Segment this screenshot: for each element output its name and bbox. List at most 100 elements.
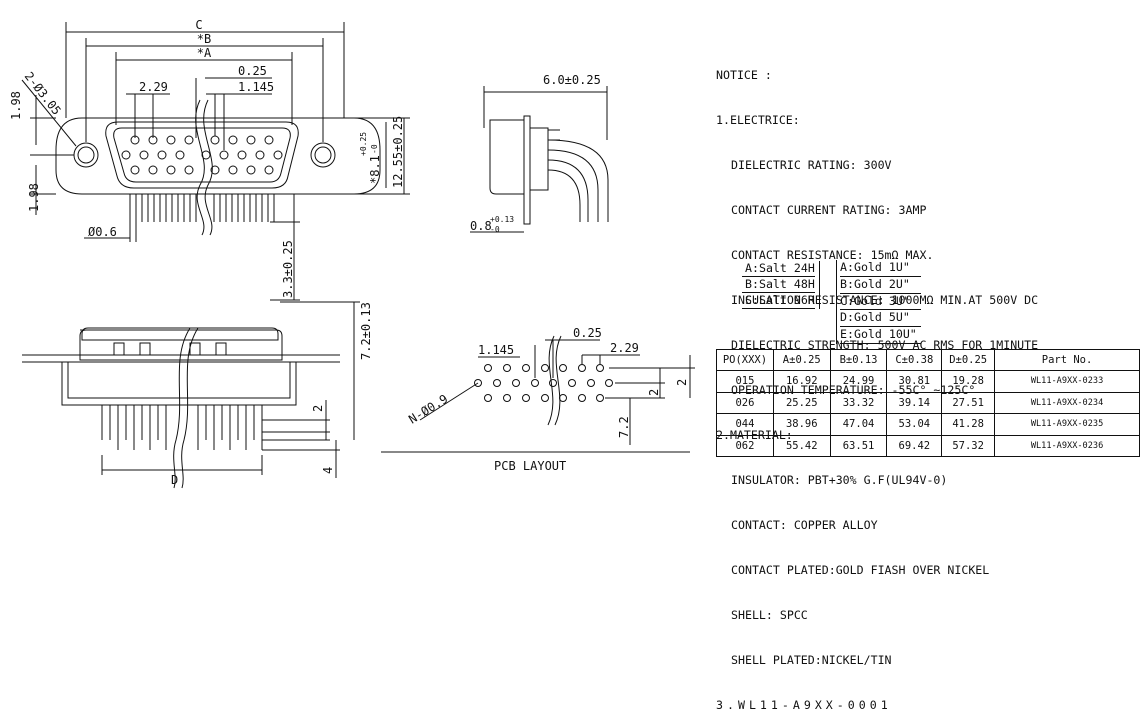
col-a: A±0.25: [772, 349, 831, 371]
dim-1145: 1.145: [238, 80, 274, 94]
part-code: 3.WL11-A9XX-0001: [716, 698, 892, 712]
dim-front-d: D: [171, 473, 178, 487]
gold-option: D:Gold 5U": [840, 310, 921, 328]
front-view: 7.2±0.13 2 4 D: [22, 301, 373, 489]
pcb-hole-row-2: [474, 379, 613, 387]
dim-side-width: 6.0±0.25: [543, 73, 601, 87]
cell: 30.81: [886, 370, 943, 393]
cell: 25.25: [772, 391, 831, 414]
gold-option: B:Gold 2U": [840, 277, 921, 294]
table-row: 015 16.92 24.99 30.81 19.28 WL11-A9XX-02…: [716, 370, 1140, 393]
table-row: 062 55.42 63.51 69.42 57.32 WL11-A9XX-02…: [716, 434, 1140, 457]
spec-table: PO(XXX) A±0.25 B±0.13 C±0.38 D±0.25 Part…: [716, 349, 1140, 457]
cell: 24.99: [829, 370, 888, 393]
side-view: 6.0±0.25 0.8 +0.13 -0: [470, 73, 609, 234]
dim-81-tol-minus: -0: [370, 144, 379, 154]
salt-option: C:Salt 96H: [742, 293, 815, 309]
cell: WL11-A9XX-0235: [994, 413, 1140, 436]
cell: WL11-A9XX-0233: [994, 370, 1140, 393]
salt-option: B:Salt 48H: [742, 277, 815, 293]
cell: 044: [716, 413, 774, 436]
cell: 33.32: [829, 391, 888, 414]
cell: 39.14: [886, 391, 943, 414]
pin-row-3: [130, 165, 274, 175]
pcb-dim-2b: 2: [675, 379, 689, 386]
electric-header: 1.ELECTRICE:: [716, 113, 800, 127]
dim-1255: 12.55±0.25: [391, 116, 405, 188]
col-c: C±0.38: [886, 349, 943, 371]
dim-hole: 2-Ø3.05: [22, 69, 64, 117]
pcb-dim-1145: 1.145: [478, 343, 514, 357]
material-line: SHELL: SPCC: [731, 608, 808, 622]
dim-229: 2.29: [139, 80, 168, 94]
table-row: 026 25.25 33.32 39.14 27.51 WL11-A9XX-02…: [716, 391, 1140, 414]
dim-b: *B: [197, 32, 211, 46]
material-line: CONTACT: COPPER ALLOY: [731, 518, 878, 532]
table-row: 044 38.96 47.04 53.04 41.28 WL11-A9XX-02…: [716, 413, 1140, 436]
dim-front-height: 7.2±0.13: [359, 302, 373, 360]
dim-pin-dia: Ø0.6: [88, 225, 117, 239]
electric-line: INSULATION RESISTANCE: 1000MΩ MIN.AT 500…: [731, 293, 1039, 307]
dim-198-bottom: 1.98: [27, 183, 41, 212]
pin-row-2: [121, 150, 283, 160]
electric-line: DIELECTRIC RATING: 300V: [731, 158, 892, 172]
pin-row-1: [130, 135, 274, 145]
dim-pin-len: 3.3±0.25: [281, 240, 295, 298]
pcb-dim-025: 0.25: [573, 326, 602, 340]
dim-front-2: 2: [311, 405, 325, 412]
dim-c: C: [195, 18, 202, 32]
electric-line: CONTACT CURRENT RATING: 3AMP: [731, 203, 927, 217]
top-view: C *B *A 0.25 2.29 1.145 1.98 1.98 2-Ø3.0…: [9, 18, 410, 301]
cell: 55.42: [772, 434, 831, 457]
material-line: INSULATOR: PBT+30% G.F(UL94V-0): [731, 473, 948, 487]
cell: 38.96: [772, 413, 831, 436]
pcb-title: PCB LAYOUT: [494, 459, 566, 473]
dim-81-tol-plus: +0.25: [359, 132, 368, 156]
salt-options: A:Salt 24H B:Salt 48H C:Salt 96H: [742, 261, 820, 309]
cell: 69.42: [886, 434, 943, 457]
cell: 57.32: [941, 434, 996, 457]
notice-title: NOTICE :: [716, 68, 772, 82]
cell: 16.92: [772, 370, 831, 393]
dim-81: *8.1: [368, 155, 382, 184]
cell: 015: [716, 370, 774, 393]
dim-025: 0.25: [238, 64, 267, 78]
pcb-dim-229: 2.29: [610, 341, 639, 355]
pcb-dim-holes: N-Ø0.9: [406, 392, 450, 427]
pcb-layout: 1.145 0.25 2.29 N-Ø0.9 2 2 7.2 PCB LAYOU…: [381, 326, 695, 473]
dim-side-pin-plus: +0.13: [490, 215, 514, 224]
gold-option: E:Gold 10U": [840, 327, 921, 344]
cell: 53.04: [886, 413, 943, 436]
cell: WL11-A9XX-0234: [994, 391, 1140, 414]
cell: 63.51: [829, 434, 888, 457]
col-d: D±0.25: [941, 349, 996, 371]
cell: 026: [716, 391, 774, 414]
gold-option: C:Gold 3U": [840, 294, 921, 311]
electric-line: CONTACT RESISTANCE: 15mΩ MAX.: [731, 248, 934, 262]
dim-a: *A: [197, 46, 212, 60]
cell: 41.28: [941, 413, 996, 436]
cell: 062: [716, 434, 774, 457]
col-b: B±0.13: [829, 349, 888, 371]
cell: 19.28: [941, 370, 996, 393]
pcb-hole-row-3: [484, 394, 604, 402]
gold-option: A:Gold 1U": [840, 260, 921, 277]
col-po: PO(XXX): [716, 349, 774, 371]
material-line: CONTACT PLATED:GOLD FIASH OVER NICKEL: [731, 563, 990, 577]
salt-option: A:Salt 24H: [742, 261, 815, 277]
table-header-row: PO(XXX) A±0.25 B±0.13 C±0.38 D±0.25 Part…: [716, 349, 1140, 371]
cell: WL11-A9XX-0236: [994, 434, 1140, 457]
col-part-no: Part No.: [994, 349, 1140, 371]
dim-side-pin: 0.8: [470, 219, 492, 233]
cell: 27.51: [941, 391, 996, 414]
dim-side-pin-minus: -0: [490, 225, 500, 234]
pcb-dim-2a: 2: [647, 389, 661, 396]
connector-drawing: C *B *A 0.25 2.29 1.145 1.98 1.98 2-Ø3.0…: [9, 18, 695, 489]
cell: 47.04: [829, 413, 888, 436]
pcb-dim-72: 7.2: [617, 416, 631, 438]
material-line: SHELL PLATED:NICKEL/TIN: [731, 653, 892, 667]
dim-198-top: 1.98: [9, 91, 23, 120]
pcb-hole-row-1: [484, 364, 604, 372]
gold-options: A:Gold 1U" B:Gold 2U" C:Gold 3U" D:Gold …: [836, 260, 921, 344]
dim-front-4: 4: [321, 467, 335, 474]
